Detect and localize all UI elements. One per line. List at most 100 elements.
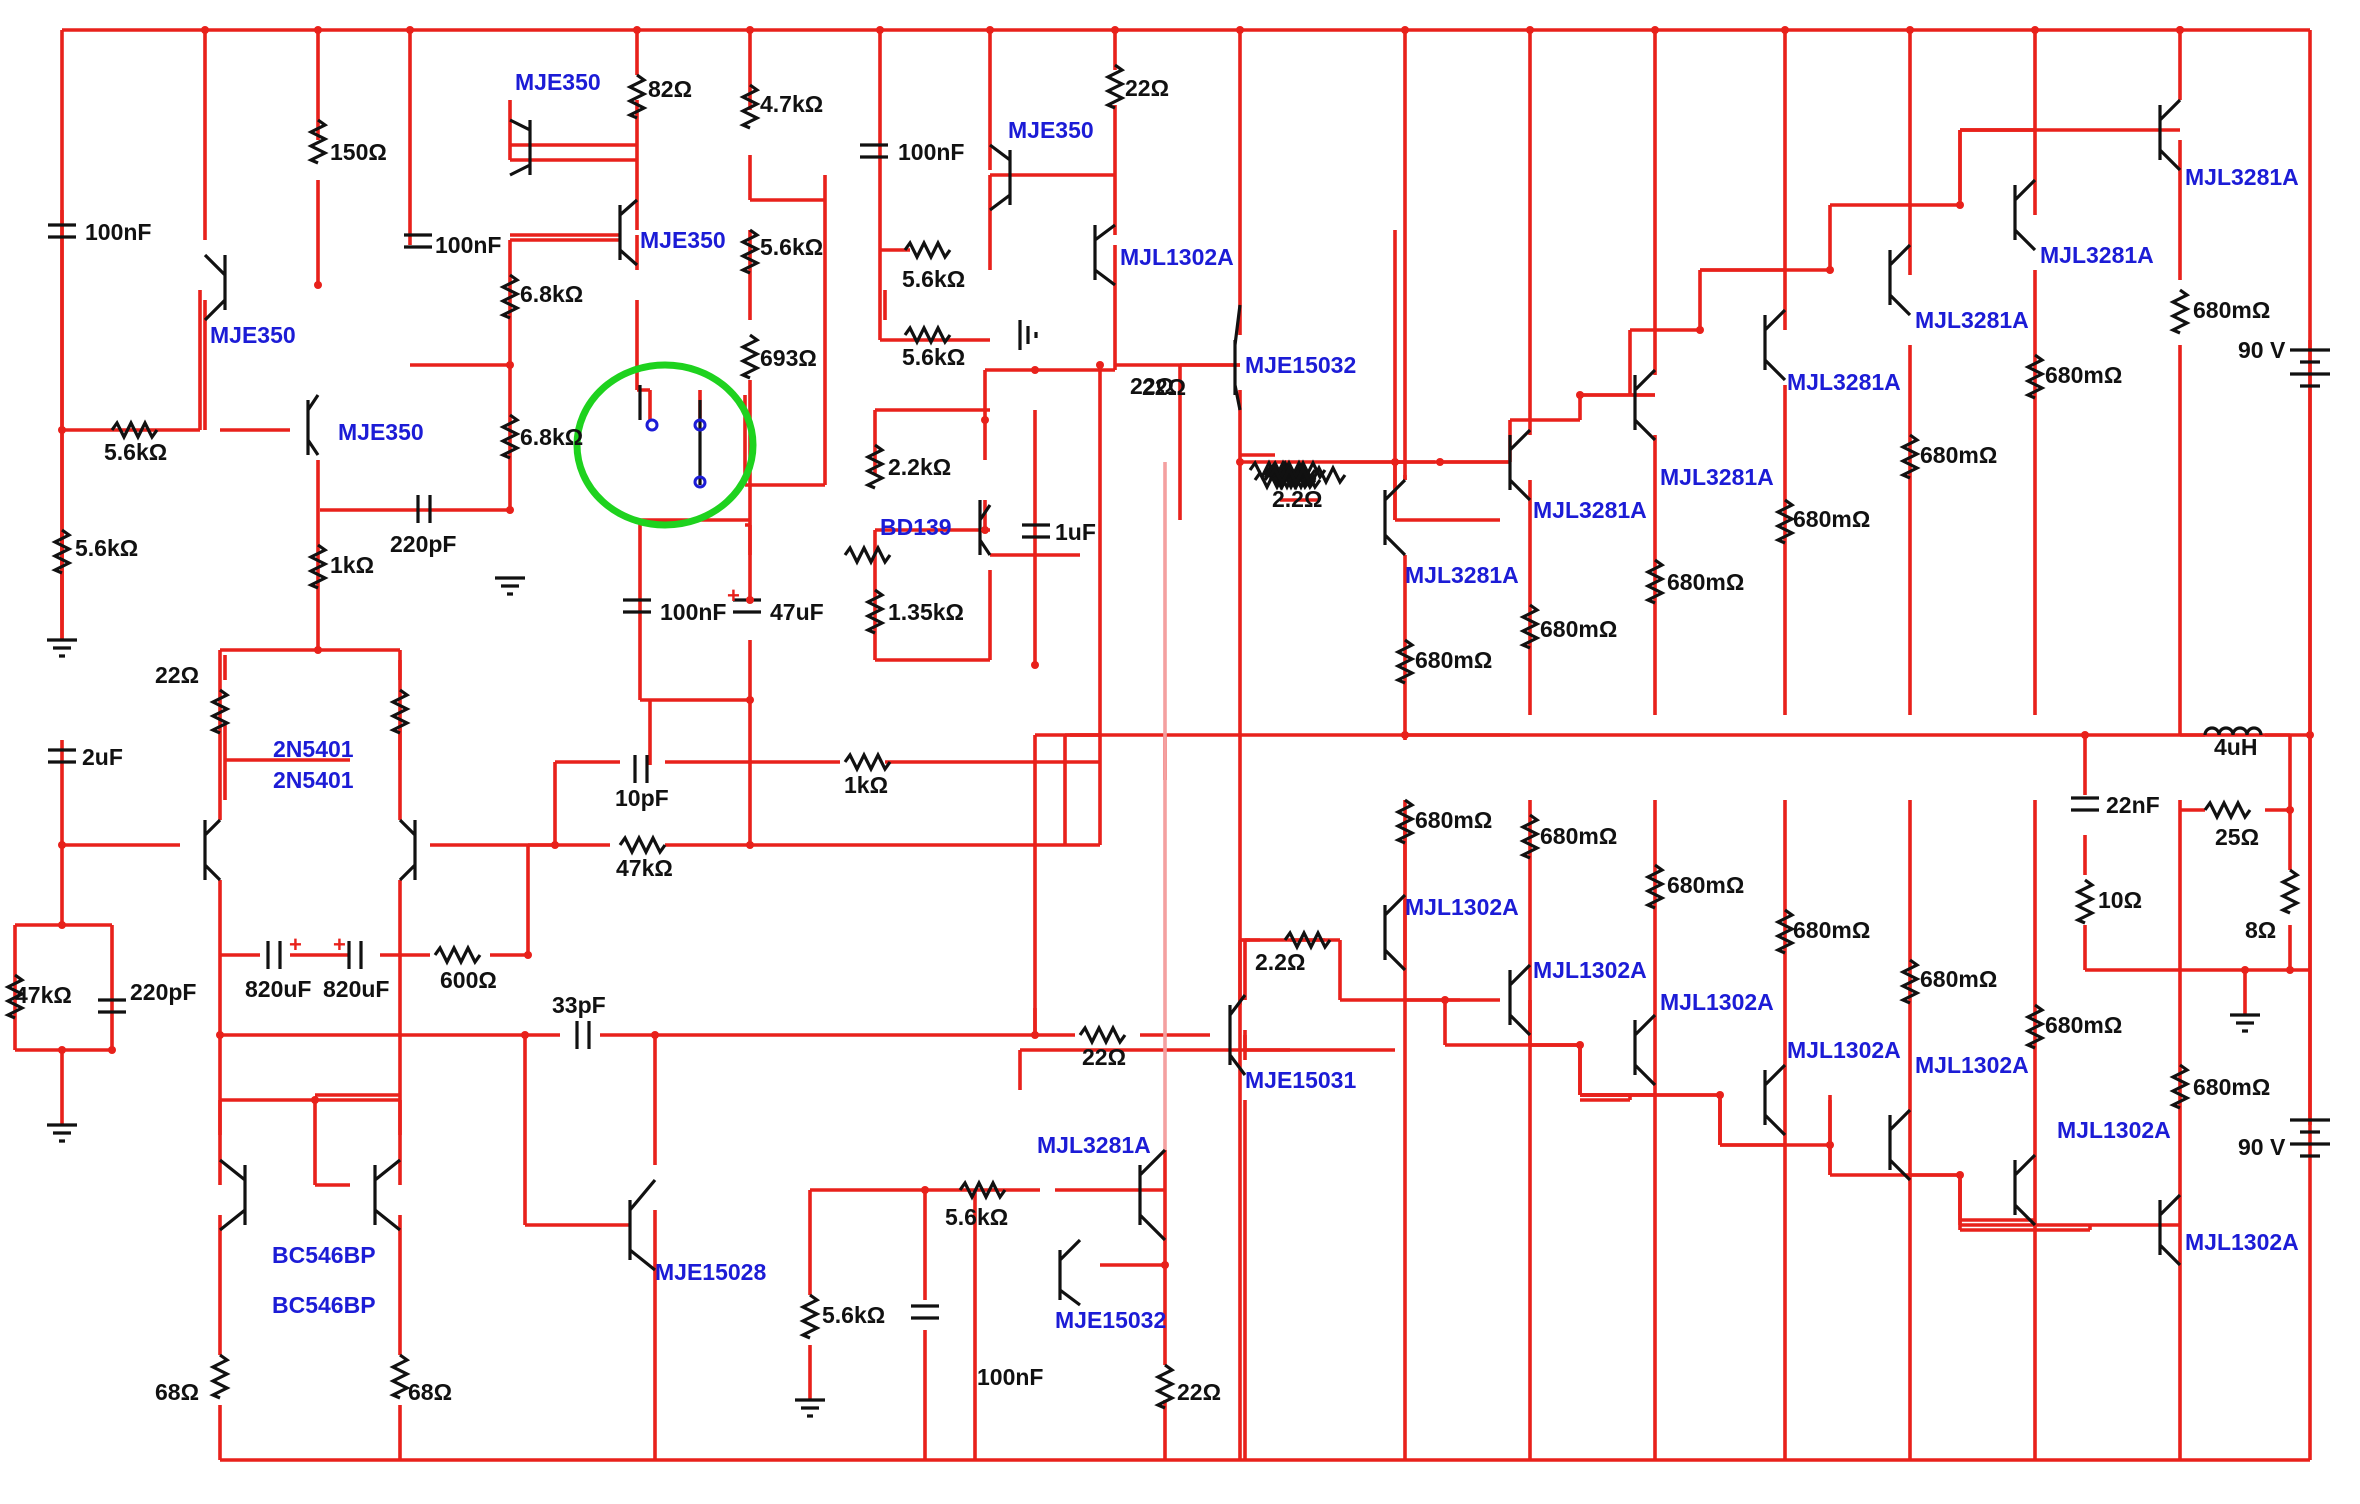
value-label: 10pF [615, 785, 669, 811]
value-label: 693Ω [760, 345, 817, 371]
value-label: 22Ω [1130, 373, 1174, 399]
value-label: 22Ω [155, 662, 199, 688]
value-label: 22Ω [1142, 374, 1186, 400]
part-label: MJE350 [338, 419, 424, 445]
value-label: 5.6kΩ [902, 344, 965, 370]
value-label: 33pF [552, 992, 606, 1018]
value-labels: 150Ω 5.6kΩ 5.6kΩ 82Ω 4.7kΩ 5.6kΩ 693Ω 6.… [15, 75, 2286, 1405]
part-label: MJL3281A [1787, 369, 1901, 395]
value-label: 100nF [898, 139, 964, 165]
part-label: MJL1302A [1533, 957, 1647, 983]
value-label: 680mΩ [1415, 647, 1492, 673]
value-label: 5.6kΩ [902, 266, 965, 292]
value-label: 220pF [390, 531, 456, 557]
value-label: 22nF [2106, 792, 2160, 818]
part-label: BD139 [880, 514, 952, 540]
value-label: 220pF [130, 979, 196, 1005]
part-label: MJL3281A [1533, 497, 1647, 523]
part-label: MJE350 [210, 322, 296, 348]
value-label: 8Ω [2245, 917, 2276, 943]
part-label: MJE350 [1008, 117, 1094, 143]
part-label: MJE15031 [1245, 1067, 1356, 1093]
part-label: MJE15028 [655, 1259, 766, 1285]
value-label: 47uF [770, 599, 824, 625]
transistor-symbols [203, 98, 2182, 1307]
polarity-mark: + [333, 932, 346, 957]
part-label: 2N5401 [273, 736, 354, 762]
value-label: 5.6kΩ [945, 1204, 1008, 1230]
value-label: 680mΩ [1667, 872, 1744, 898]
value-label: 2.2Ω [1272, 486, 1322, 512]
value-label: 2.2kΩ [888, 454, 951, 480]
value-label: 680mΩ [2045, 362, 2122, 388]
component-bodies [4, 63, 2330, 1418]
part-label: MJL1302A [1660, 989, 1774, 1015]
highlight-circle [573, 361, 757, 529]
part-label: MJL1302A [2057, 1117, 2171, 1143]
value-label: 6.8kΩ [520, 281, 583, 307]
polarity-mark: + [727, 583, 740, 608]
polarity-mark: + [289, 932, 302, 957]
part-label: MJL3281A [1405, 562, 1519, 588]
value-label: 68Ω [408, 1379, 452, 1405]
value-label: 47kΩ [616, 855, 673, 881]
value-label: 100nF [435, 232, 501, 258]
junction-dots [58, 26, 2314, 1269]
value-label: 680mΩ [1415, 807, 1492, 833]
part-label: MJL3281A [2040, 242, 2154, 268]
wire-network [13, 28, 2312, 1462]
value-label: 680mΩ [2193, 1074, 2270, 1100]
part-label: MJL3281A [1915, 307, 2029, 333]
part-label: MJL3281A [1660, 464, 1774, 490]
part-label: MJL1302A [1915, 1052, 2029, 1078]
part-label: 2N5401 [273, 767, 354, 793]
value-label: 680mΩ [2193, 297, 2270, 323]
supply-label: 90 V [2238, 337, 2286, 363]
part-label: MJE350 [515, 69, 601, 95]
part-labels: MJE350 MJE350 MJE350 MJE350 MJE350 MJL13… [210, 69, 2299, 1333]
value-label: 22Ω [1177, 1379, 1221, 1405]
value-label: 680mΩ [1540, 616, 1617, 642]
value-label: 600Ω [440, 967, 497, 993]
value-label: 5.6kΩ [104, 439, 167, 465]
part-label: MJL1302A [1787, 1037, 1901, 1063]
part-label: BC546BP [272, 1292, 376, 1318]
value-label: 100nF [660, 599, 726, 625]
value-label: 820uF [245, 976, 311, 1002]
part-label: BC546BP [272, 1242, 376, 1268]
value-label: 1kΩ [844, 772, 888, 798]
part-label: MJL1302A [1405, 894, 1519, 920]
value-label: 1kΩ [330, 552, 374, 578]
value-label: 1uF [1055, 519, 1096, 545]
value-label: 22Ω [1125, 75, 1169, 101]
part-label: MJE15032 [1245, 352, 1356, 378]
value-label: 680mΩ [2045, 1012, 2122, 1038]
value-label: 47kΩ [15, 982, 72, 1008]
value-label: 4uH [2214, 734, 2257, 760]
part-label: MJE350 [640, 227, 726, 253]
value-label: 5.6kΩ [75, 535, 138, 561]
value-label: 5.6kΩ [760, 234, 823, 260]
value-label: 820uF [323, 976, 389, 1002]
part-label: MJL1302A [1120, 244, 1234, 270]
part-label: MJL3281A [1037, 1132, 1151, 1158]
value-label: 680mΩ [1793, 917, 1870, 943]
value-label: 100nF [85, 219, 151, 245]
value-label: 680mΩ [1920, 442, 1997, 468]
value-label: 1.35kΩ [888, 599, 964, 625]
value-label: 2uF [82, 744, 123, 770]
value-label: 680mΩ [1667, 569, 1744, 595]
value-label: 22Ω [1082, 1044, 1126, 1070]
value-label: 68Ω [155, 1379, 199, 1405]
value-label: 2.2Ω [1255, 949, 1305, 975]
value-label: 82Ω [648, 76, 692, 102]
part-label: MJE15032 [1055, 1307, 1166, 1333]
value-label: 680mΩ [1920, 966, 1997, 992]
value-label: 10Ω [2098, 887, 2142, 913]
part-label: MJL1302A [2185, 1229, 2299, 1255]
value-label: 150Ω [330, 139, 387, 165]
value-label: 680mΩ [1540, 823, 1617, 849]
value-label: 100nF [977, 1364, 1043, 1390]
